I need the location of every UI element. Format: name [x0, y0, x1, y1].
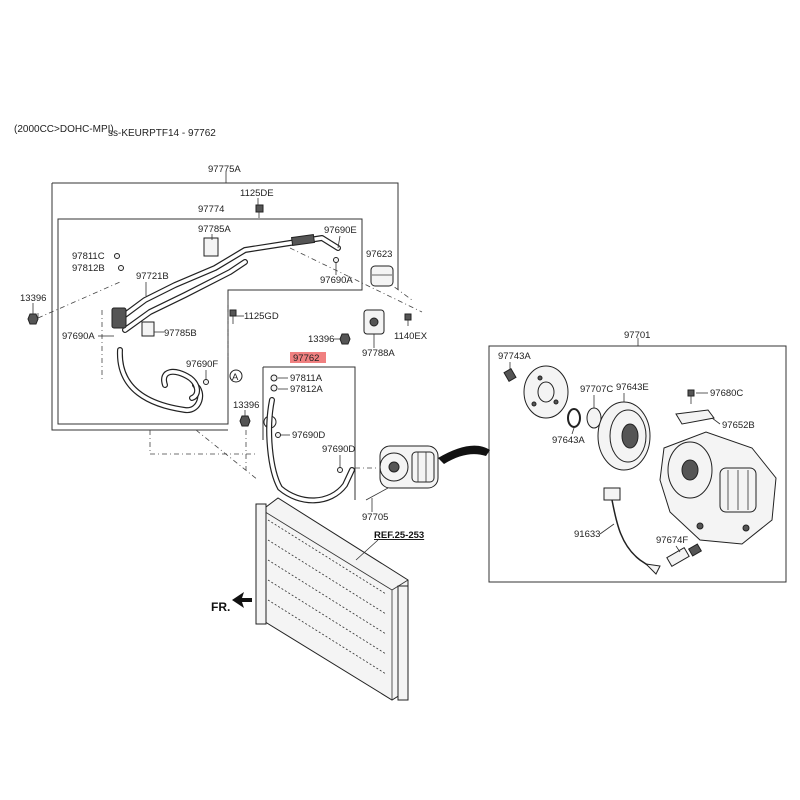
label-97643E: 97643E	[616, 382, 649, 393]
label-97690D-b: 97690D	[322, 444, 355, 455]
ref-circle-a-1	[229, 369, 243, 383]
bolt-97680C-icon	[687, 389, 695, 404]
highlight-97762	[290, 352, 326, 363]
ref-circle-a-1-label: A	[232, 372, 239, 383]
label-97811C: 97811C	[72, 251, 105, 262]
label-97785B: 97785B	[164, 328, 197, 339]
bolt-1125DE-icon	[255, 204, 264, 218]
label-97690E: 97690E	[324, 225, 357, 236]
label-13396-low: 13396	[233, 400, 259, 411]
front-arrow-icon	[232, 592, 252, 608]
pipe-sleeve	[290, 233, 316, 247]
label-97690F: 97690F	[186, 359, 218, 370]
compressor-body	[659, 431, 777, 545]
label-97762: 97762	[293, 353, 319, 364]
engine-note: (2000CC>DOHC-MPI)	[14, 124, 114, 135]
label-97788A: 97788A	[362, 348, 395, 359]
label-97743A: 97743A	[498, 351, 531, 362]
bolt-1140EX-icon	[404, 313, 412, 326]
nut-13396-low-icon	[239, 415, 251, 427]
compressor-detail-box	[488, 345, 787, 583]
label-91633: 91633	[574, 529, 600, 540]
detail-pointer-arrow	[438, 445, 490, 464]
pressure-switch-97674F	[666, 543, 703, 568]
label-97680C: 97680C	[710, 388, 743, 399]
discharge-hose-box	[262, 366, 356, 500]
nut-13396-mid-icon	[339, 333, 351, 345]
overlay-note: ss-KEURPTF14 - 97762	[108, 128, 216, 139]
label-97812A: 97812A	[290, 384, 323, 395]
label-97690A-left: 97690A	[62, 331, 95, 342]
bolt-97705-icon	[365, 487, 389, 501]
nut-13396-left-icon	[27, 313, 39, 325]
label-97690D-a: 97690D	[292, 430, 325, 441]
bolt-1125GD-icon	[229, 309, 237, 324]
bracket-97652B	[675, 409, 715, 425]
label-1125DE: 1125DE	[240, 188, 274, 199]
label-97705: 97705	[362, 512, 388, 523]
label-97721B: 97721B	[136, 271, 169, 282]
label-97774: 97774	[198, 204, 224, 215]
label-97674F: 97674F	[656, 535, 688, 546]
label-97785A: 97785A	[198, 224, 231, 235]
label-97775A: 97775A	[208, 164, 241, 175]
label-97812B: 97812B	[72, 263, 105, 274]
pipe-joint-block	[111, 307, 127, 329]
condenser	[255, 497, 409, 701]
coil-harness-91633	[603, 487, 661, 575]
receiver-drier-97623	[370, 265, 394, 287]
clutch-hub-97743A	[523, 365, 569, 419]
label-97690A-right: 97690A	[320, 275, 353, 286]
hose-assembly-outer-box	[51, 182, 399, 431]
hose-assembly-inner-box	[57, 218, 363, 425]
label-97707C: 97707C	[580, 384, 613, 395]
label-1125GD: 1125GD	[244, 311, 279, 322]
label-97811A: 97811A	[290, 373, 323, 384]
label-13396-mid: 13396	[308, 334, 334, 345]
label-97623: 97623	[366, 249, 392, 260]
pulley-97643E	[597, 401, 651, 471]
pipe-clamp	[141, 321, 155, 337]
compressor-small	[379, 445, 439, 489]
label-97643A: 97643A	[552, 435, 585, 446]
label-97652B: 97652B	[722, 420, 755, 431]
ref-25-253-label: REF.25-253	[374, 530, 424, 541]
label-1140EX: 1140EX	[394, 331, 428, 342]
bolt-97743A-icon	[503, 367, 517, 383]
label-13396-left: 13396	[20, 293, 46, 304]
alignment-lines	[37, 247, 423, 481]
pipe-bracket-97785A	[203, 237, 219, 257]
label-97701: 97701	[624, 330, 650, 341]
snap-ring-97643A	[567, 408, 581, 428]
front-label: FR.	[211, 600, 230, 614]
leader-ref	[355, 539, 379, 561]
